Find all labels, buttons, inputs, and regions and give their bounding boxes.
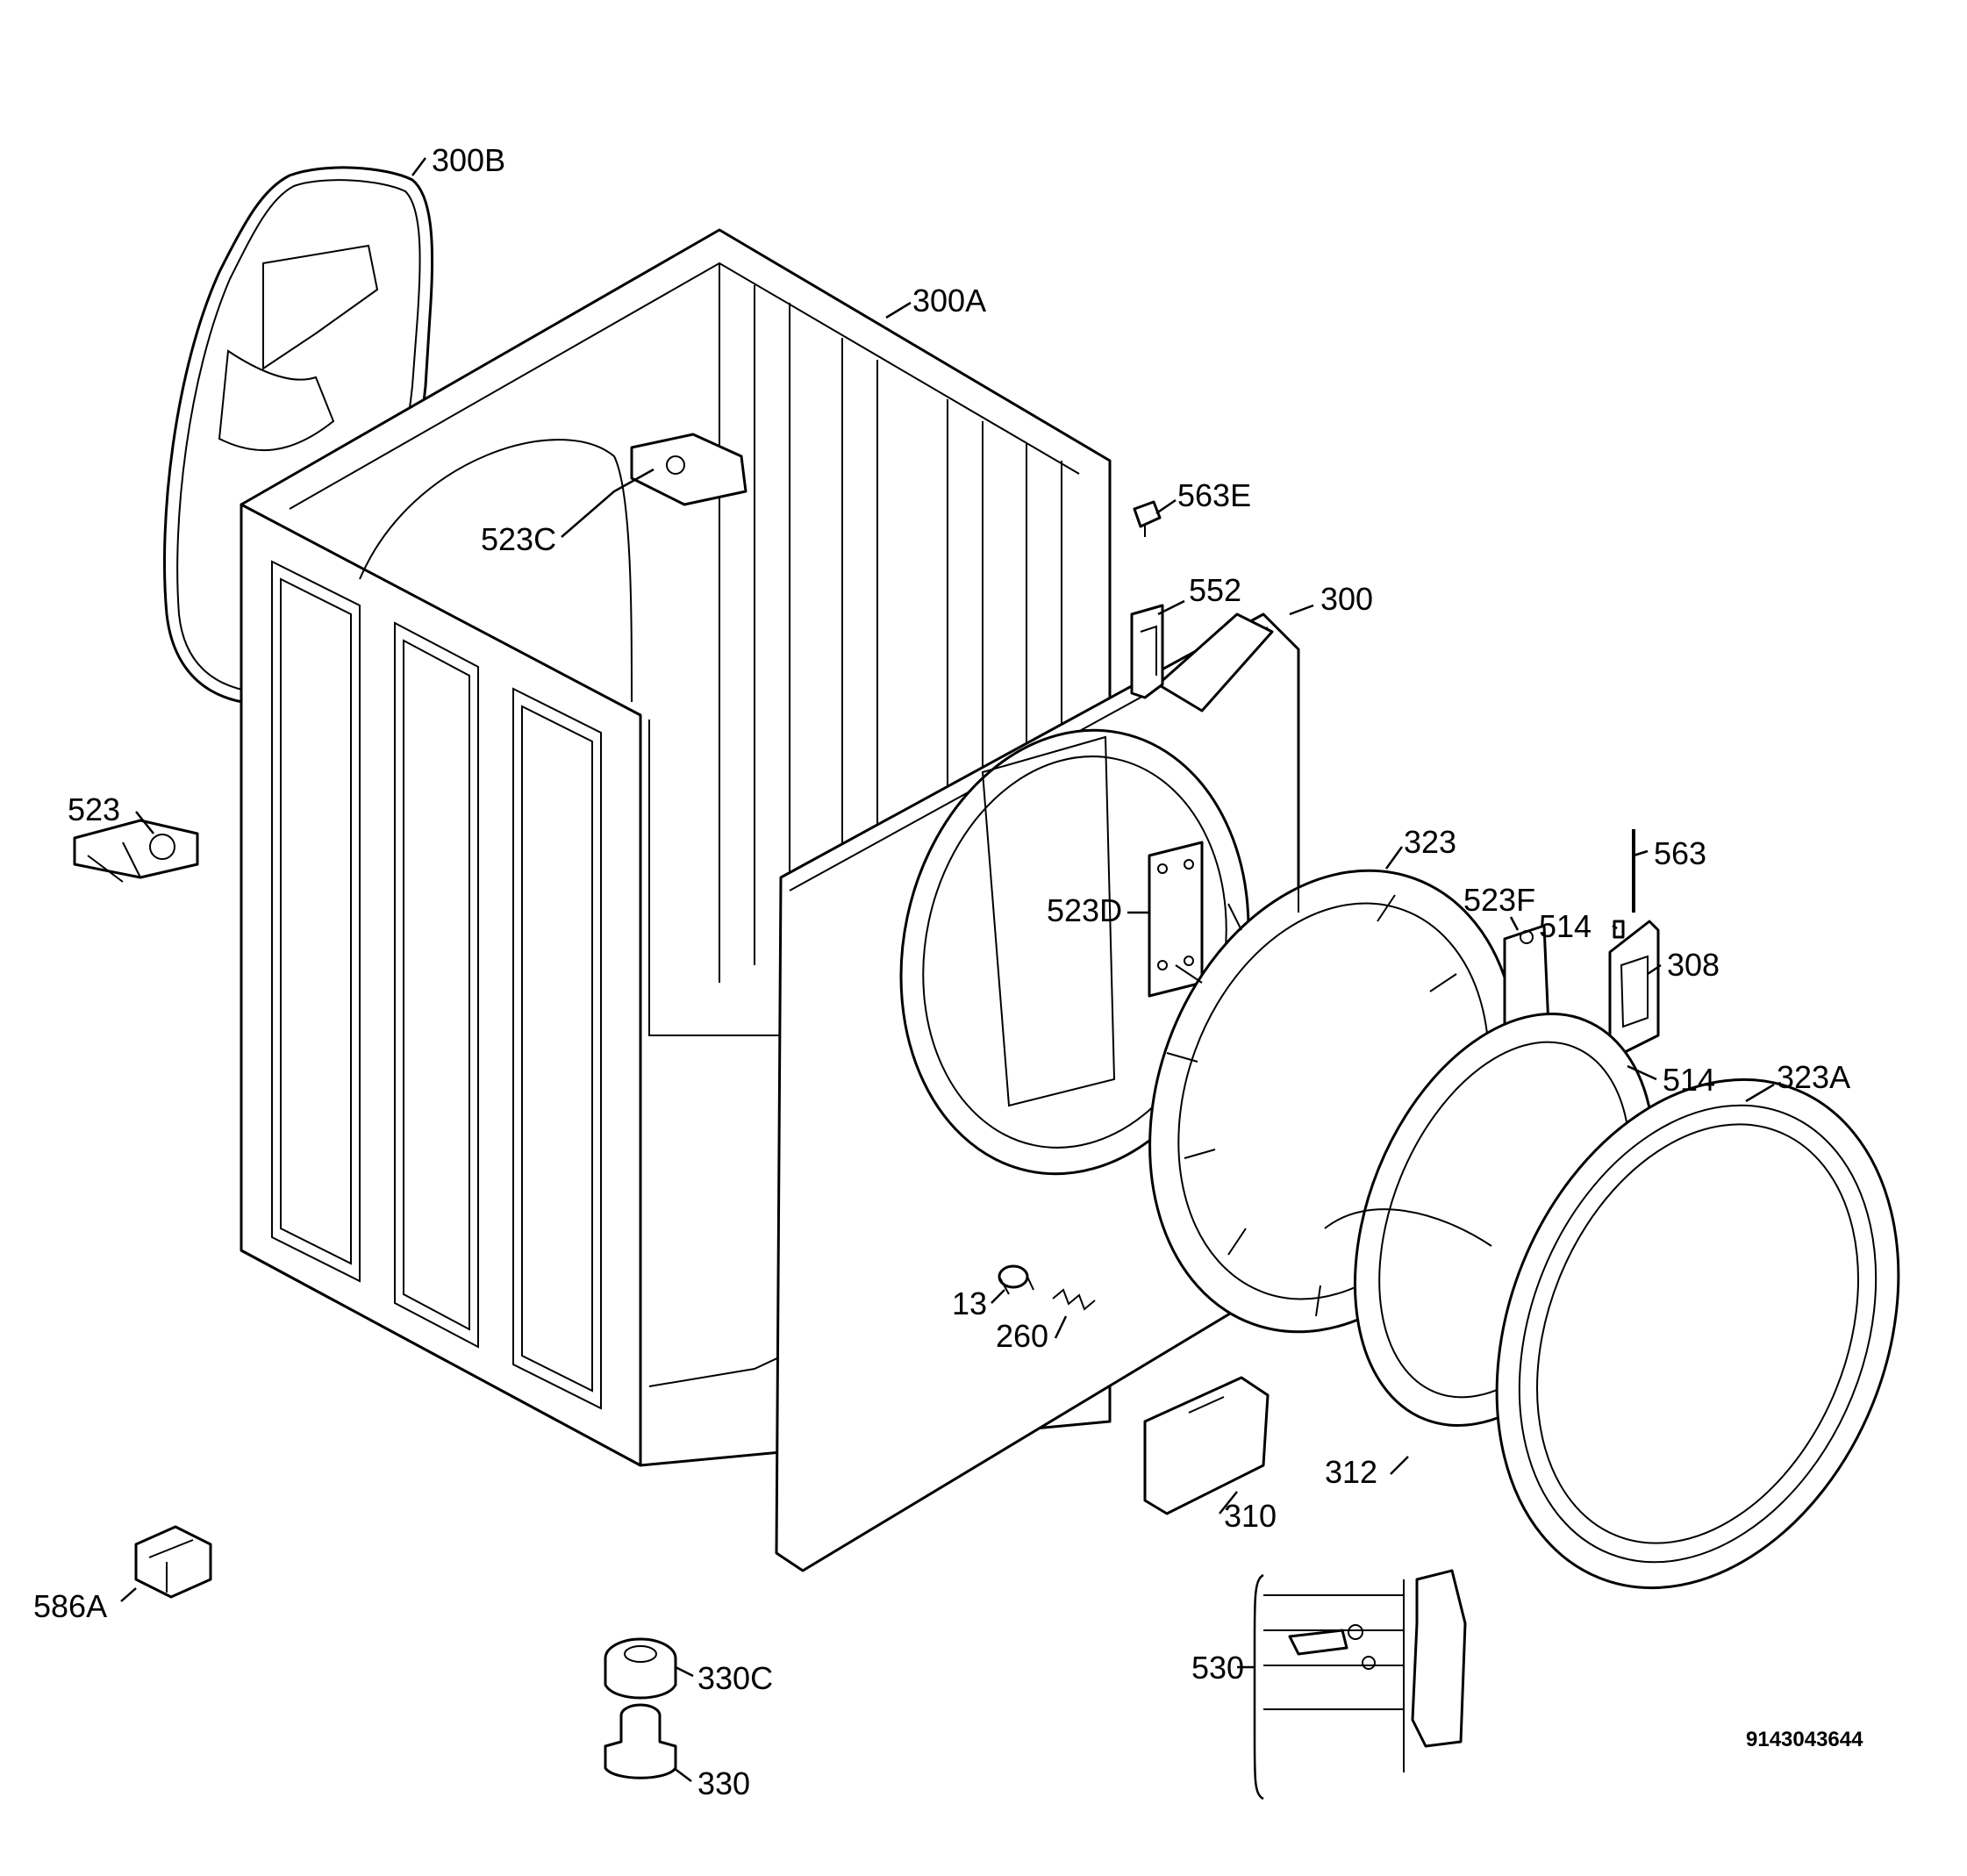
- service-flap-310: [1143, 1376, 1270, 1515]
- label-514-top: 514: [1539, 908, 1591, 944]
- label-308: 308: [1667, 947, 1720, 983]
- door-handle-kit-530: [1253, 1569, 1467, 1801]
- label-310: 310: [1224, 1498, 1277, 1534]
- label-300a: 300A: [912, 283, 986, 319]
- label-586a: 586A: [33, 1588, 107, 1624]
- leader-lines: [120, 157, 1775, 1782]
- catch-552: [1130, 604, 1164, 699]
- door-frame-outer-323a: [1495, 1078, 1900, 1590]
- label-514-bottom: 514: [1663, 1062, 1715, 1098]
- label-563: 563: [1654, 835, 1706, 871]
- label-330: 330: [697, 1765, 750, 1801]
- spring-260: [1052, 1288, 1096, 1311]
- foot-330: [604, 1703, 677, 1779]
- label-300b: 300B: [432, 142, 505, 178]
- label-323a: 323A: [1777, 1059, 1850, 1095]
- part-labels: 300B 300A 523C 563E 552 300 523 523D 323…: [33, 142, 1863, 1801]
- bushing-13: [998, 1264, 1034, 1295]
- hinge-plate-523d: [1148, 841, 1204, 998]
- label-330c: 330C: [697, 1660, 773, 1696]
- label-530: 530: [1191, 1650, 1244, 1686]
- label-523c: 523C: [481, 521, 556, 557]
- hinge-bracket-left-523: [73, 819, 199, 883]
- label-523: 523: [68, 791, 120, 827]
- label-323: 323: [1404, 824, 1456, 860]
- label-13: 13: [952, 1285, 987, 1321]
- label-260: 260: [996, 1318, 1048, 1354]
- pin-514-top: [1613, 920, 1625, 939]
- label-523d: 523D: [1047, 892, 1122, 928]
- bracket-586a: [134, 1525, 212, 1599]
- label-312: 312: [1325, 1454, 1377, 1490]
- label-523f: 523F: [1463, 882, 1535, 918]
- hinge-bracket-inner-523c: [630, 433, 747, 506]
- label-552: 552: [1189, 572, 1241, 608]
- label-563e: 563E: [1177, 477, 1251, 513]
- drawing-code: 9143043644: [1746, 1728, 1863, 1751]
- door-lock-308: [1608, 920, 1660, 1055]
- label-300: 300: [1320, 581, 1373, 617]
- screw-563e: [1133, 500, 1162, 537]
- foot-330c: [604, 1637, 677, 1700]
